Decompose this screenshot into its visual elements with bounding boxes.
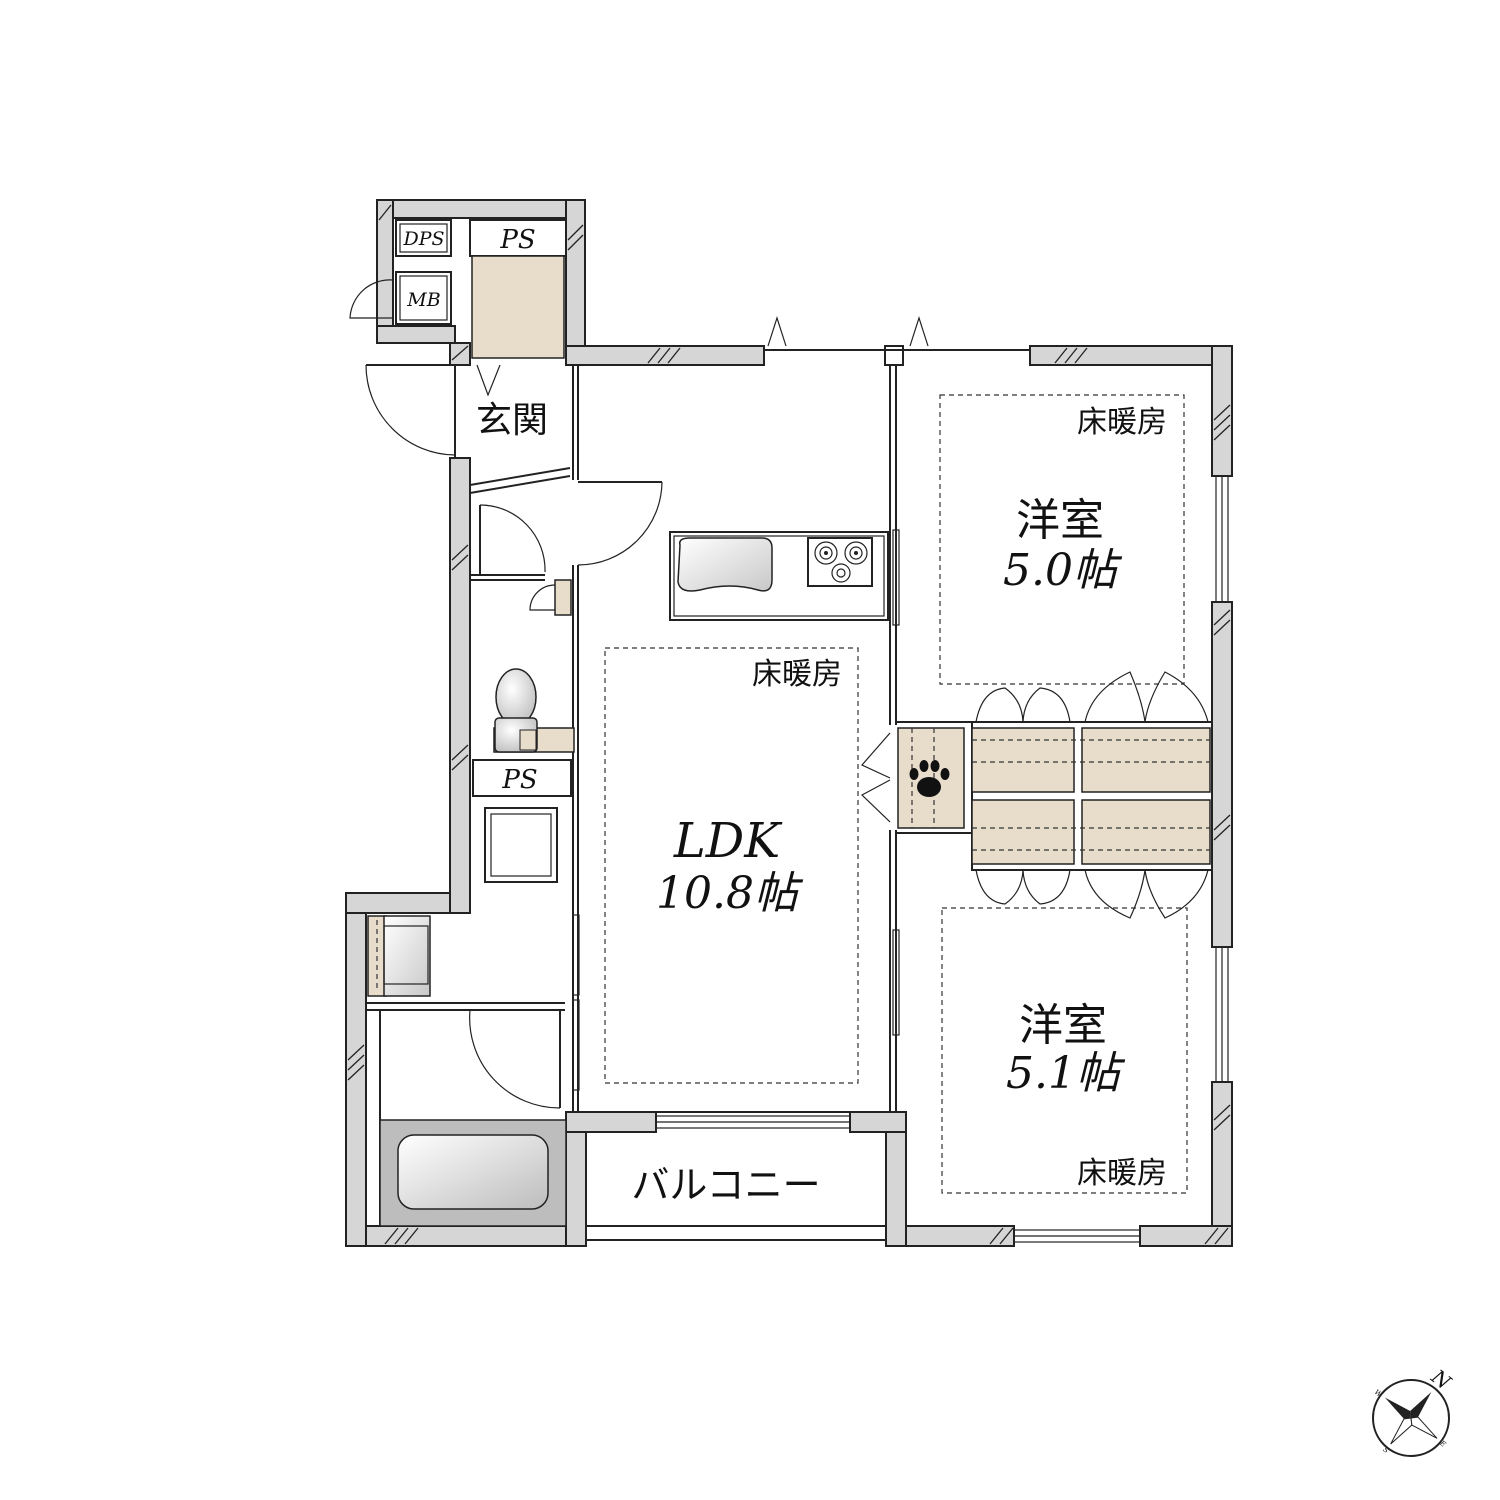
western2-name: 洋室	[1019, 1000, 1107, 1051]
compass-east: E	[1437, 1439, 1447, 1449]
dps-label: DPS	[402, 228, 444, 250]
compass-west: W	[1373, 1388, 1384, 1399]
balcony-label: バルコニー	[631, 1163, 820, 1207]
utility-closets: DPS MB PS	[395, 219, 567, 397]
western1-name: 洋室	[1016, 495, 1104, 546]
ldk-size: 10.8帖	[656, 868, 804, 919]
entrance-label: 玄関	[476, 400, 548, 441]
washbasin	[367, 915, 431, 997]
western1-floor-heating-area	[939, 394, 1185, 685]
ldk-floor-heating-area	[604, 647, 859, 1084]
windows	[655, 316, 1229, 1243]
toilet	[493, 668, 575, 753]
western2-floor-heating-label: 床暖房	[1077, 1156, 1167, 1191]
western2-floor-heating-area	[941, 907, 1188, 1194]
western2-size: 5.1帖	[1006, 1048, 1126, 1099]
bathtub	[379, 1119, 567, 1227]
ldk-floor-heating-label: 床暖房	[752, 657, 842, 692]
western1-size: 5.0帖	[1003, 545, 1123, 596]
washing-machine-pan	[484, 807, 558, 883]
paw-icon	[909, 760, 950, 797]
ldk-name: LDK	[673, 813, 783, 869]
wall-hatch	[347, 204, 1231, 1245]
western1-floor-heating-label: 床暖房	[1077, 405, 1167, 440]
stove-icon	[814, 541, 868, 583]
ps-top-label: PS	[499, 225, 535, 255]
doors	[349, 279, 900, 1109]
compass-south: S	[1381, 1446, 1390, 1455]
mb-label: MB	[406, 289, 440, 311]
ps-mid-label: PS	[501, 765, 537, 795]
compass-icon: N E S W	[1372, 1364, 1457, 1457]
kitchen-counter	[669, 531, 889, 621]
interior-walls	[366, 345, 1031, 1241]
closets	[897, 671, 1213, 919]
